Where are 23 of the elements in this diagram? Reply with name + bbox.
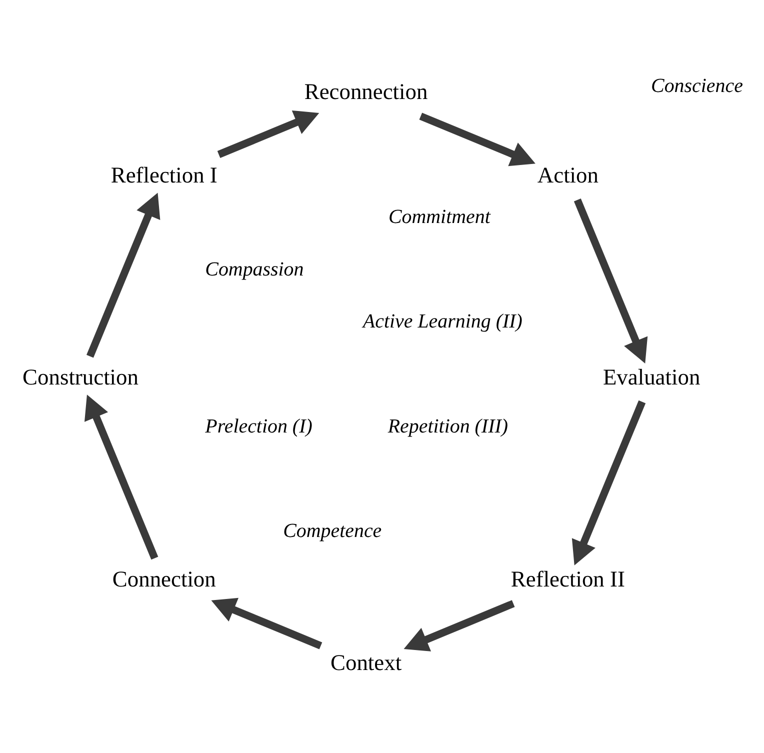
arrow bbox=[84, 394, 158, 560]
label: Prelection (I) bbox=[205, 415, 312, 438]
label: Active Learning (II) bbox=[362, 310, 522, 333]
arrow bbox=[404, 600, 515, 652]
node-text: Reflection II bbox=[510, 566, 625, 592]
label: Competence bbox=[283, 520, 382, 542]
label: Repetition (III) bbox=[388, 415, 508, 438]
node-text: Construction bbox=[22, 364, 138, 390]
arrow bbox=[86, 192, 160, 358]
arrow bbox=[572, 400, 646, 566]
node-text: Action bbox=[537, 162, 598, 188]
label: Compassion bbox=[205, 258, 304, 280]
node-text: Reflection I bbox=[110, 162, 218, 188]
arrow bbox=[574, 198, 648, 364]
node-text: Connection bbox=[112, 566, 216, 592]
arrow bbox=[217, 110, 320, 158]
node-text: Evaluation bbox=[602, 364, 700, 390]
label: Commitment bbox=[388, 206, 490, 228]
label: Conscience bbox=[651, 74, 743, 97]
node-text: Context bbox=[330, 650, 402, 676]
node-text: Reconnection bbox=[304, 79, 428, 104]
arrow bbox=[419, 112, 536, 166]
arrow bbox=[211, 598, 322, 650]
